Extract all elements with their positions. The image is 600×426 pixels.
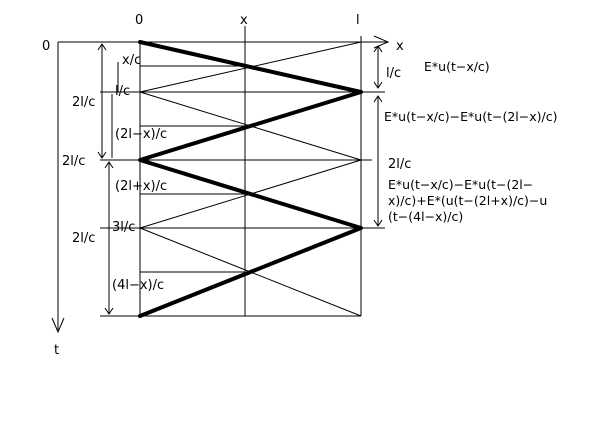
label-2l-over-c-a: 2l/c <box>72 95 95 110</box>
equation-1: E*u(t−x/c) <box>424 59 490 74</box>
label-2l-minus-x: (2l−x)/c <box>115 127 167 142</box>
equation-3-line-1: E*u(t−x/c)−E*u(t−(2l− <box>388 177 533 192</box>
bracket-left-1-bot <box>97 151 107 159</box>
label-x-over-c: x/c <box>122 53 141 68</box>
x-axis-arrowhead <box>373 35 390 49</box>
bracket-right-1-bot <box>373 81 383 89</box>
bracket-left-1-top <box>97 43 107 51</box>
label-x: x <box>240 13 248 28</box>
label-2l-over-c-mid: 2l/c <box>62 154 85 169</box>
wave-zigzag-path <box>138 40 363 318</box>
label-right-2l-over-c: 2l/c <box>388 157 411 172</box>
equation-3-line-2: x)/c)+E*(u(t−(2l+x)/c)−u <box>388 193 547 208</box>
label-right-l-over-c: l/c <box>386 66 401 81</box>
bracket-left-2-bot <box>104 307 114 315</box>
bracket-right-1-top <box>373 45 383 53</box>
bracket-left-2-top <box>104 161 114 169</box>
equation-3-line-3: (t−(4l−x)/c) <box>388 209 463 224</box>
label-3l-over-c: 3l/c <box>112 220 135 235</box>
bracket-right-2-top <box>373 95 383 103</box>
bracket-right-2-bot <box>373 219 383 227</box>
label-x0: 0 <box>135 13 143 28</box>
label-2l-over-c-b: 2l/c <box>72 231 95 246</box>
equation-2: E*u(t−x/c)−E*u(t−(2l−x)/c) <box>384 109 558 124</box>
label-2l-plus-x: (2l+x)/c <box>115 179 167 194</box>
label-x-axis: x <box>396 39 404 54</box>
label-l-over-c: l/c <box>115 84 130 99</box>
label-l: l <box>356 13 360 28</box>
t-axis-arrowhead <box>51 317 65 334</box>
label-4l-minus-x: (4l−x)/c <box>112 278 164 293</box>
label-t0: 0 <box>42 39 50 54</box>
label-t: t <box>54 343 59 358</box>
